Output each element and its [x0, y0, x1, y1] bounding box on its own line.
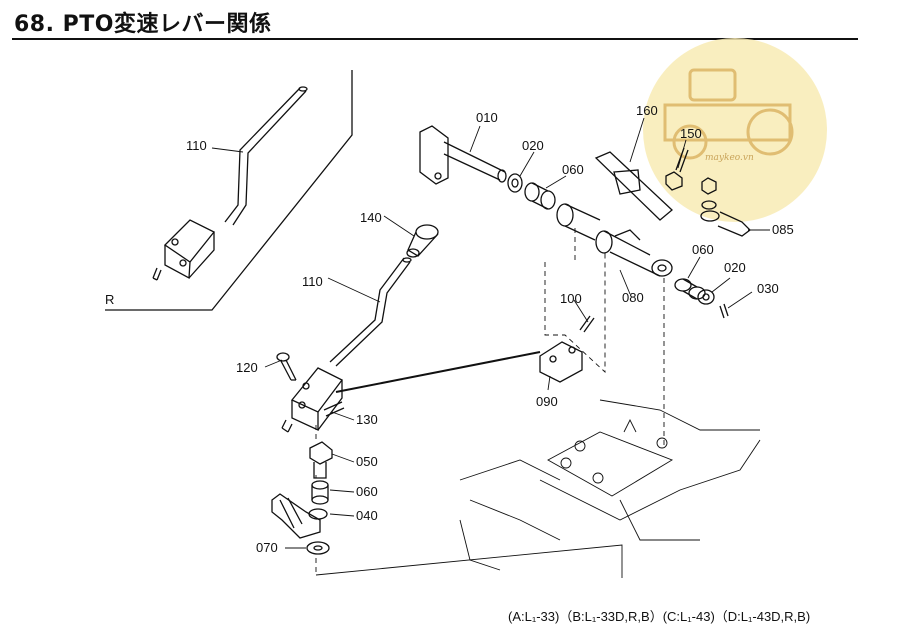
label-070: 070 — [256, 540, 278, 555]
label-060: 060 — [356, 484, 378, 499]
label-050: 050 — [356, 454, 378, 469]
inset-r — [105, 70, 353, 311]
label-110: 110 — [186, 138, 207, 153]
label-010: 010 — [476, 110, 498, 125]
label-085: 085 — [772, 222, 794, 237]
watermark-text: maykeo.vn — [705, 153, 754, 163]
base-casting — [315, 399, 761, 578]
nut-085-stack — [700, 177, 751, 237]
label-030: 030 — [757, 281, 779, 296]
label-080: 080 — [622, 290, 644, 305]
leader-lines — [211, 117, 770, 549]
plate-160 — [594, 151, 673, 221]
pin-120 — [276, 352, 297, 381]
link-rod — [335, 351, 541, 393]
label-150: 150 — [680, 126, 702, 141]
label-110: 110 — [302, 274, 323, 289]
label-040: 040 — [356, 508, 378, 523]
label-130: 130 — [356, 412, 378, 427]
watermark-logo: maykeo.vn — [643, 38, 827, 222]
bolt-050 — [309, 441, 333, 479]
lever-110 — [281, 257, 412, 433]
title-rule — [12, 38, 858, 40]
bracket-040 — [271, 493, 328, 539]
collar-060a — [524, 182, 556, 210]
shaft-010 — [419, 125, 507, 185]
collar-060 — [311, 480, 329, 505]
washer-070 — [306, 541, 330, 555]
label-140: 140 — [360, 210, 382, 225]
page-title: 68. PTO変速レバー関係 — [14, 12, 272, 37]
label-060: 060 — [692, 242, 714, 257]
label-020: 020 — [724, 260, 746, 275]
label-020: 020 — [522, 138, 544, 153]
pin-100 — [579, 315, 595, 333]
pin-130 — [323, 401, 345, 417]
pin-030 — [719, 303, 729, 319]
label-120: 120 — [236, 360, 258, 375]
label-160: 160 — [636, 103, 658, 118]
joint-090 — [539, 341, 583, 383]
label-060: 060 — [562, 162, 584, 177]
label-100: 100 — [560, 291, 582, 306]
label-090: 090 — [536, 394, 558, 409]
guide-lines — [315, 228, 665, 575]
washer-020a — [507, 173, 523, 193]
lever-arm-080 — [556, 203, 673, 277]
washer-020b — [697, 289, 715, 305]
knob-140 — [406, 224, 439, 258]
collar-060b — [674, 278, 706, 300]
label-r: R — [105, 292, 114, 307]
model-legend: (A:L₁-33)（B:L₁-33D,R,B）(C:L₁-43)（D:L₁-43… — [508, 609, 811, 624]
